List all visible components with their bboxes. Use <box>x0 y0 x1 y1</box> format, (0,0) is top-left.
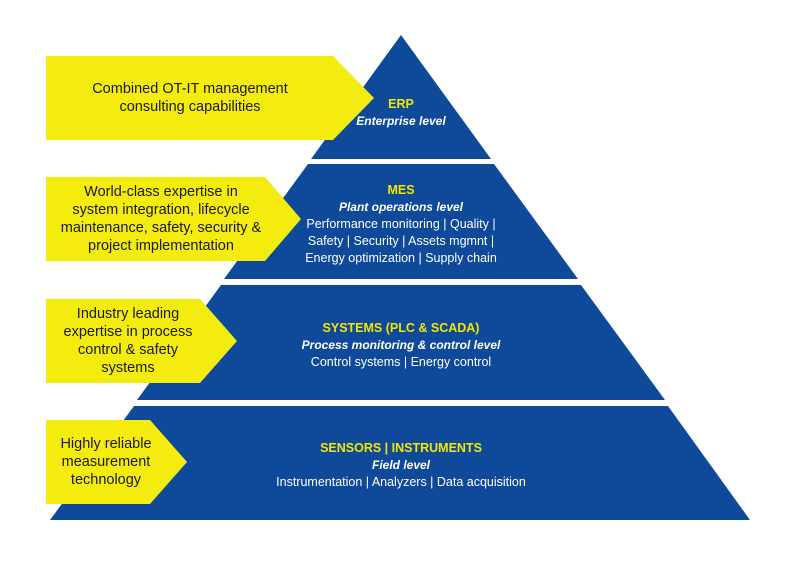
capability-arrow-2-label: World-class expertise in system integrat… <box>50 177 272 261</box>
tier-mes-item: Energy optimization | Supply chain <box>305 251 497 265</box>
capability-line: consulting capabilities <box>119 99 261 115</box>
tier-systems-label: SYSTEMS (PLC & SCADA) Process monitoring… <box>250 320 552 371</box>
capability-line: control & safety <box>78 342 178 358</box>
tier-mes-shape <box>224 164 578 279</box>
capability-line: system integration, lifecycle <box>72 202 250 218</box>
tier-sensors-subtitle: Field level <box>371 458 431 472</box>
tier-erp-label: ERP Enterprise level <box>320 96 482 130</box>
capability-line: Highly reliable <box>60 436 152 452</box>
tier-erp-subtitle: Enterprise level <box>356 114 446 128</box>
tier-systems-subtitle: Process monitoring & control level <box>301 338 501 352</box>
capability-line: Combined OT-IT management <box>92 81 288 97</box>
capability-arrow-1-label: Combined OT-IT management consulting cap… <box>50 56 330 140</box>
tier-sensors-item: Instrumentation | Analyzers | Data acqui… <box>276 475 526 489</box>
tier-sensors-title: SENSORS | INSTRUMENTS <box>320 441 482 455</box>
tier-mes-title: MES <box>387 183 415 197</box>
tier-erp-title: ERP <box>388 97 414 111</box>
capability-line: expertise in process <box>63 324 193 340</box>
tier-mes-label: MES Plant operations level Performance m… <box>270 182 532 267</box>
capability-arrow-3-shape <box>46 299 237 383</box>
capability-arrow-4-shape <box>46 420 187 504</box>
capability-arrow-2-shape <box>46 177 301 261</box>
tier-systems-title: SYSTEMS (PLC & SCADA) <box>322 321 480 335</box>
capability-line: systems <box>101 360 155 376</box>
capability-arrow-1-shape <box>46 56 374 140</box>
tier-sensors-shape <box>50 406 750 520</box>
tier-systems-item: Control systems | Energy control <box>310 355 492 369</box>
tier-mes-item: Performance monitoring | Quality | <box>306 217 496 231</box>
tier-mes-item: Safety | Security | Assets mgmnt | <box>307 234 495 248</box>
capability-line: measurement <box>61 454 151 470</box>
capability-arrow-3-label: Industry leading expertise in process co… <box>50 299 206 383</box>
capability-line: maintenance, safety, security & <box>60 220 262 236</box>
capability-line: World-class expertise in <box>84 184 238 200</box>
tier-sensors-label: SENSORS | INSTRUMENTS Field level Instru… <box>220 440 582 491</box>
tier-erp-shape <box>311 35 491 159</box>
capability-line: Industry leading <box>76 306 180 322</box>
capability-line: project implementation <box>88 238 234 254</box>
capability-line: technology <box>70 472 142 488</box>
tier-systems-shape <box>137 285 665 400</box>
tier-mes-subtitle: Plant operations level <box>338 200 464 214</box>
capability-arrow-4-label: Highly reliable measurement technology <box>50 420 162 504</box>
